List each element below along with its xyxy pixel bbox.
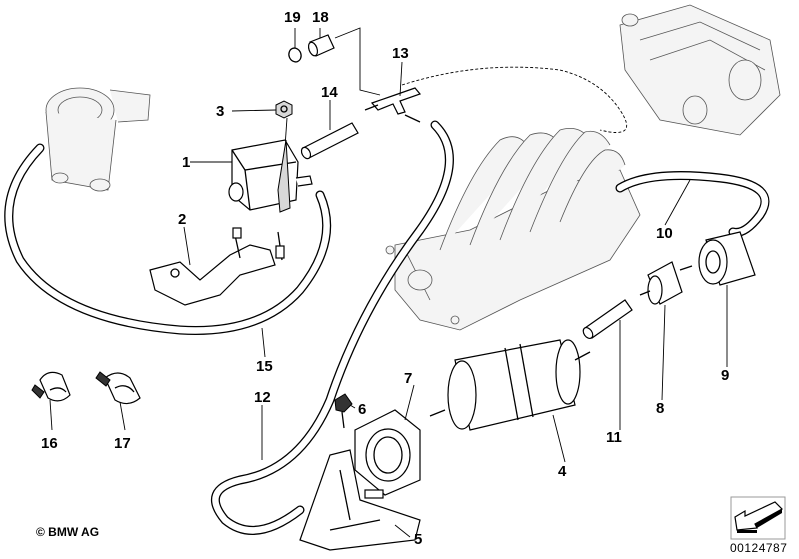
callout-17: 17 [114,435,131,452]
callout-19: 19 [284,9,301,26]
arrow-next-icon[interactable] [730,496,786,540]
solenoid-valve-1 [228,139,313,213]
callout-11: 11 [606,429,622,446]
callout-12: 12 [254,389,271,406]
t-connector-13 [364,87,422,123]
callout-3: 3 [216,103,224,120]
check-valve-8 [639,261,693,305]
vacuum-hose-12 [211,120,454,535]
callout-6: 6 [358,401,366,418]
copyright-text: © BMW AG [36,525,100,539]
clip-nut-6 [334,393,353,429]
hose-clamp-16 [31,371,71,402]
leader-lines [49,28,728,538]
hose-sleeve-18 [307,27,381,96]
callout-8: 8 [656,400,664,417]
callout-labels: 19 18 13 14 3 1 2 15 12 7 6 4 5 8 11 9 1… [41,9,729,548]
reservoir-bracket-5 [299,449,421,551]
air-filter-housing-context [619,4,781,136]
callout-16: 16 [41,435,58,452]
callout-7: 7 [404,370,412,387]
intake-manifold-context [385,127,641,331]
callout-13: 13 [392,45,409,62]
callout-14: 14 [321,84,338,101]
callout-9: 9 [721,367,729,384]
document-id: 00124787 [730,541,788,555]
vacuum-reservoir-4 [429,339,591,431]
holder-7 [354,409,421,496]
hose-clamp-17 [95,371,141,405]
callout-1: 1 [182,154,190,171]
callout-15: 15 [256,358,273,375]
vacuum-hose-15 [4,143,332,335]
hose-section-11 [582,299,633,340]
callout-10: 10 [656,225,673,242]
rubber-mount-9 [698,231,756,286]
callout-4: 4 [558,463,567,480]
vacuum-hose-10 [615,171,770,237]
callout-5: 5 [414,531,422,548]
hose-section-14 [300,122,359,160]
callout-18: 18 [312,9,329,26]
bracket-2 [149,227,285,306]
callout-2: 2 [178,211,186,228]
throttle-body-context [45,87,151,192]
o-ring-19 [288,47,302,63]
